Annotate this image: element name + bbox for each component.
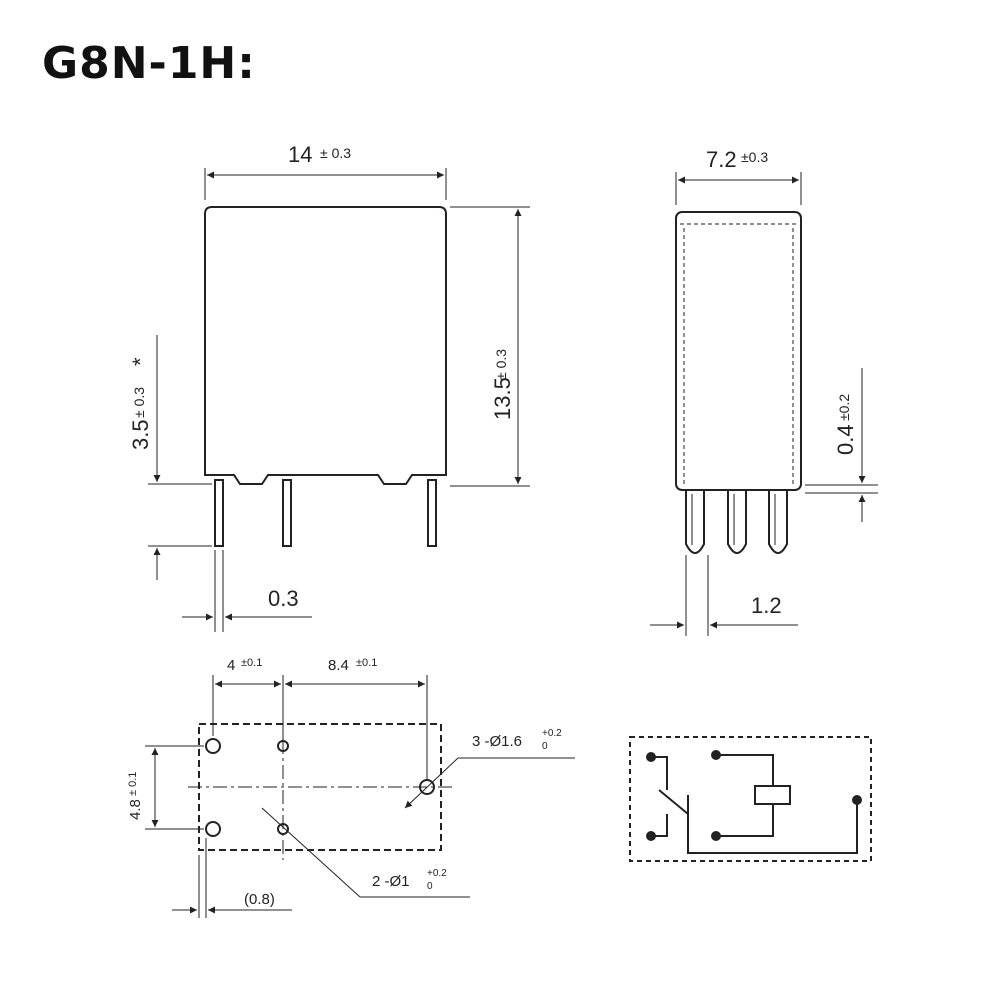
terminal-coil-bottom xyxy=(711,831,721,841)
fp-spacing2-tolerance: ±0.1 xyxy=(356,657,377,669)
front-height-tolerance: ± 0.3 xyxy=(493,349,509,380)
footprint-labels: 4 ±0.1 8.4 ±0.1 3 -Ø1.6 +0.2 0 2 -Ø1 +0.… xyxy=(227,657,562,908)
schematic-outline xyxy=(629,736,872,862)
page-title: G8N-1H: xyxy=(42,38,256,89)
fp-hole-large-tol-minus: 0 xyxy=(542,741,548,752)
side-width-tolerance: ±0.3 xyxy=(741,149,768,165)
side-pin-middle xyxy=(727,490,747,554)
fp-hole-large-value: 3 -Ø1.6 xyxy=(472,733,522,750)
front-width-value: 14 xyxy=(288,142,312,167)
front-body-outline xyxy=(204,206,447,485)
side-width-value: 7.2 xyxy=(706,147,737,172)
front-labels: 14 ± 0.3 0.3 xyxy=(268,142,351,611)
terminal-coil-top xyxy=(711,750,721,760)
terminal-nc xyxy=(646,752,656,762)
front-pin-middle xyxy=(282,479,292,547)
front-pin-length-tolerance: ± 0.3 xyxy=(131,387,147,418)
terminal-no xyxy=(646,831,656,841)
hole-large-bottom-left xyxy=(205,821,221,837)
schematic-no-wire xyxy=(651,814,668,837)
schematic-coil-bottom-wire xyxy=(716,804,774,837)
side-pin-width: 1.2 xyxy=(751,593,782,618)
fp-row-label: 4.8 ± 0.1 xyxy=(127,772,144,820)
schematic-terminals xyxy=(646,750,862,841)
side-standoff-value: 0.4 xyxy=(833,424,858,455)
fp-hole-large-tol-plus: +0.2 xyxy=(542,728,562,739)
front-pin-length-label: 3.5 ± 0.3 * xyxy=(128,357,153,450)
front-view xyxy=(204,206,447,547)
front-height-label: 13.5 ± 0.3 xyxy=(490,349,515,420)
circuit-schematic xyxy=(629,736,872,862)
fp-spacing1-value: 4 xyxy=(227,657,235,674)
side-pin-left xyxy=(685,490,705,554)
side-body-outline xyxy=(675,211,802,491)
front-dimension-lines xyxy=(148,168,530,632)
fp-spacing2-value: 8.4 xyxy=(328,657,349,674)
fp-row-value: 4.8 xyxy=(127,799,144,820)
fp-hole-small-tol-plus: +0.2 xyxy=(427,868,447,879)
schematic-nc-wire xyxy=(651,756,668,790)
side-dimension-lines xyxy=(650,172,878,636)
front-pin-left xyxy=(214,479,224,547)
front-height-value: 13.5 xyxy=(490,377,515,420)
front-pin-thickness: 0.3 xyxy=(268,586,299,611)
fp-row-tolerance: ± 0.1 xyxy=(127,772,139,796)
footprint-view xyxy=(188,715,452,860)
side-standoff-label: 0.4 ±0.2 xyxy=(833,394,858,455)
side-standoff-tolerance: ±0.2 xyxy=(836,394,852,421)
front-pin-right xyxy=(427,479,437,547)
side-view xyxy=(675,211,802,554)
fp-hole-small-tol-minus: 0 xyxy=(427,881,433,892)
schematic-coil xyxy=(754,785,791,805)
hole-small-bottom xyxy=(277,823,289,835)
front-width-tolerance: ± 0.3 xyxy=(320,145,351,161)
side-pin-right xyxy=(768,490,788,554)
schematic-common-wire xyxy=(687,795,858,854)
schematic-switch-blade xyxy=(658,789,689,815)
hole-large-top-left xyxy=(205,738,221,754)
footprint-dimension-lines xyxy=(145,675,575,918)
front-pin-length-note: * xyxy=(128,357,153,366)
schematic-coil-top-wire xyxy=(716,754,774,786)
fp-spacing1-tolerance: ±0.1 xyxy=(241,657,262,669)
side-labels: 7.2 ±0.3 1.2 xyxy=(706,147,782,618)
fp-hole-small-value: 2 -Ø1 xyxy=(372,873,410,890)
front-pin-length-value: 3.5 xyxy=(128,419,153,450)
terminal-common xyxy=(852,795,862,805)
fp-offset: (0.8) xyxy=(244,891,275,908)
hole-small-top xyxy=(277,740,289,752)
